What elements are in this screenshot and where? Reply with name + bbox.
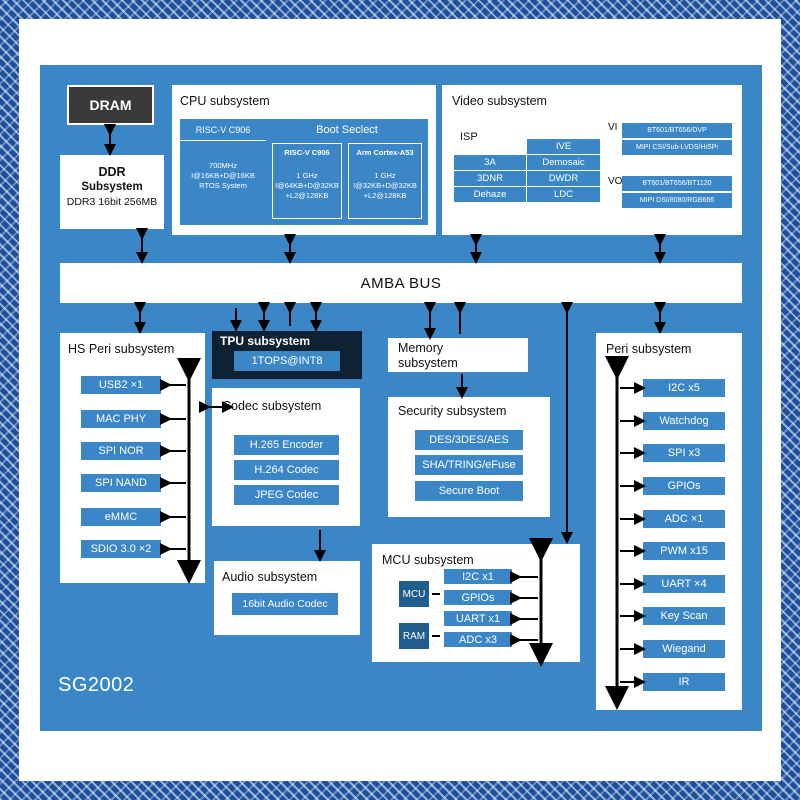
isp-cell-3a: 3A xyxy=(454,155,526,170)
security-subsystem: Security subsystem DES/3DES/AES SHA/TRIN… xyxy=(388,397,550,517)
riscv-c906-linux-spec2: I@64KB+D@32KB xyxy=(275,181,339,190)
mcu-i2c: I2C x1 xyxy=(444,569,512,584)
arm-cortex-a53-spec3: +L2@128KB xyxy=(363,191,407,200)
hs-peri-sdio: SDIO 3.0 ×2 xyxy=(81,540,161,558)
cpu-subsystem: CPU subsystem RISC-V C906 700MHz I@16KB+… xyxy=(172,85,436,235)
hs-peri-subsystem: HS Peri subsystem USB2 ×1 MAC PHY SPI NO… xyxy=(60,333,205,583)
vo-item-bt601: BT601/BT656/BT1120 xyxy=(622,176,732,191)
boot-select-label: Boot Seclect xyxy=(316,124,378,136)
codec-title: Codec subsystem xyxy=(222,399,322,413)
dram-block: DRAM xyxy=(67,85,154,125)
dram-label: DRAM xyxy=(89,97,132,113)
isp-cell-demosaic: Demosaic xyxy=(527,155,600,170)
audio-codec: 16bit Audio Codec xyxy=(232,593,338,615)
peri-key-scan: Key Scan xyxy=(643,607,725,625)
isp-block: ISP IVE 3A Demosaic 3DNR DWDR Dehaze LDC xyxy=(452,125,602,243)
vo-label: VO xyxy=(608,176,623,187)
isp-cell-ive: IVE xyxy=(527,139,600,154)
ddr-spec: DDR3 16bit 256MB xyxy=(66,196,158,208)
arm-cortex-a53-core: Arm Cortex-A53 1 GHz I@32KB+D@32KB +L2@1… xyxy=(348,143,422,219)
codec-subsystem: Codec subsystem H.265 Encoder H.264 Code… xyxy=(212,388,360,526)
audio-subsystem: Audio subsystem 16bit Audio Codec xyxy=(214,561,360,635)
peri-i2c: I2C x5 xyxy=(643,379,725,397)
mcu-ram: RAM xyxy=(399,623,429,649)
riscv-c906-linux-name: RISC-V C906 xyxy=(284,148,330,157)
ddr-title: DDR xyxy=(98,165,126,179)
peri-wiegand: Wiegand xyxy=(643,640,725,658)
peri-subsystem: Peri subsystem I2C x5 Watchdog SPI x3 GP… xyxy=(596,333,742,710)
vi-item-mipi-csi: MIPI CSI/Sub-LVDS/HiSPi xyxy=(622,140,732,155)
vi-label: VI xyxy=(608,122,618,133)
riscv-c906-linux-core: RISC-V C906 1 GHz I@64KB+D@32KB +L2@128K… xyxy=(272,143,342,219)
memory-subsystem: Memory subsystem xyxy=(388,338,528,372)
riscv-c906-linux-spec3: +L2@128KB xyxy=(285,191,329,200)
ddr-subtitle: Subsystem xyxy=(81,181,143,193)
peri-adc: ADC ×1 xyxy=(643,510,725,528)
video-subsystem: Video subsystem ISP IVE 3A Demosaic 3DNR… xyxy=(442,85,742,235)
riscv-c906-linux-spec1: 1 GHz xyxy=(296,171,318,180)
tpu-subsystem: TPU subsystem 1TOPS@INT8 xyxy=(212,331,362,379)
security-title: Security subsystem xyxy=(398,404,507,418)
hs-peri-mac-phy: MAC PHY xyxy=(81,410,161,428)
riscv-c906-rtos-name: RISC-V C906 xyxy=(195,125,251,135)
audio-title: Audio subsystem xyxy=(222,570,318,584)
hs-peri-title: HS Peri subsystem xyxy=(68,342,175,356)
codec-h264-codec: H.264 Codec xyxy=(234,460,339,480)
memory-title-line1: Memory xyxy=(398,341,444,355)
peri-title: Peri subsystem xyxy=(606,342,692,356)
riscv-c906-rtos-spec3: RTOS System xyxy=(199,181,247,190)
hs-peri-usb2: USB2 ×1 xyxy=(81,376,161,394)
arm-cortex-a53-name: Arm Cortex-A53 xyxy=(356,148,414,157)
security-des-aes: DES/3DES/AES xyxy=(415,430,523,450)
cpu-title: CPU subsystem xyxy=(180,94,270,108)
peri-spi: SPI x3 xyxy=(643,444,725,462)
arm-cortex-a53-spec1: 1 GHz xyxy=(374,171,396,180)
boot-select-group: Boot Seclect RISC-V C906 1 GHz I@64KB+D@… xyxy=(266,119,428,225)
hs-peri-spi-nand: SPI NAND xyxy=(81,474,161,492)
security-secure-boot: Secure Boot xyxy=(415,481,523,501)
riscv-c906-rtos-spec1: 700MHz xyxy=(209,161,237,170)
isp-label: ISP xyxy=(460,131,478,143)
peri-ir: IR xyxy=(643,673,725,691)
tpu-title: TPU subsystem xyxy=(220,334,311,348)
isp-cell-ldc: LDC xyxy=(527,187,600,202)
codec-jpeg-codec: JPEG Codec xyxy=(234,485,339,505)
mcu-core: MCU xyxy=(399,581,429,607)
amba-bus-label: AMBA BUS xyxy=(360,274,442,292)
peri-uart: UART ×4 xyxy=(643,575,725,593)
hs-peri-spi-nor: SPI NOR xyxy=(81,442,161,460)
isp-cell-dehaze: Dehaze xyxy=(454,187,526,202)
codec-h265-encoder: H.265 Encoder xyxy=(234,435,339,455)
riscv-c906-rtos-core: RISC-V C906 700MHz I@16KB+D@16KB RTOS Sy… xyxy=(180,119,266,225)
hs-peri-emmc: eMMC xyxy=(81,508,161,526)
peri-pwm: PWM x15 xyxy=(643,542,725,560)
peri-watchdog: Watchdog xyxy=(643,412,725,430)
ddr-subsystem: DDR Subsystem DDR3 16bit 256MB xyxy=(60,155,164,229)
arm-cortex-a53-spec2: I@32KB+D@32KB xyxy=(353,181,417,190)
mcu-title: MCU subsystem xyxy=(382,553,474,567)
vi-item-bt601: BT601/BT656/DVP xyxy=(622,123,732,138)
vo-block: VO BT601/BT656/BT1120 MIPI DSI/8080/RGB6… xyxy=(606,173,736,215)
mcu-gpios: GPIOs xyxy=(444,590,512,605)
peri-gpios: GPIOs xyxy=(643,477,725,495)
vi-block: VI BT601/BT656/DVP MIPI CSI/Sub-LVDS/HiS… xyxy=(606,119,736,161)
memory-title-line2: subsystem xyxy=(398,356,458,370)
mcu-uart: UART x1 xyxy=(444,611,512,626)
tpu-spec: 1TOPS@INT8 xyxy=(234,351,340,371)
mcu-adc: ADC x3 xyxy=(444,632,512,647)
riscv-c906-rtos-spec2: I@16KB+D@16KB xyxy=(191,171,255,180)
security-sha-efuse: SHA/TRING/eFuse xyxy=(415,455,523,475)
chip-name: SG2002 xyxy=(58,674,135,696)
isp-cell-dwdr: DWDR xyxy=(527,171,600,186)
mcu-subsystem: MCU subsystem MCU RAM I2C x1 GPIOs UART … xyxy=(372,544,580,662)
amba-bus: AMBA BUS xyxy=(60,263,742,303)
video-title: Video subsystem xyxy=(452,94,547,108)
vo-item-mipi-dsi: MIPI DSI/8080/RGB666 xyxy=(622,193,732,208)
isp-cell-3dnr: 3DNR xyxy=(454,171,526,186)
